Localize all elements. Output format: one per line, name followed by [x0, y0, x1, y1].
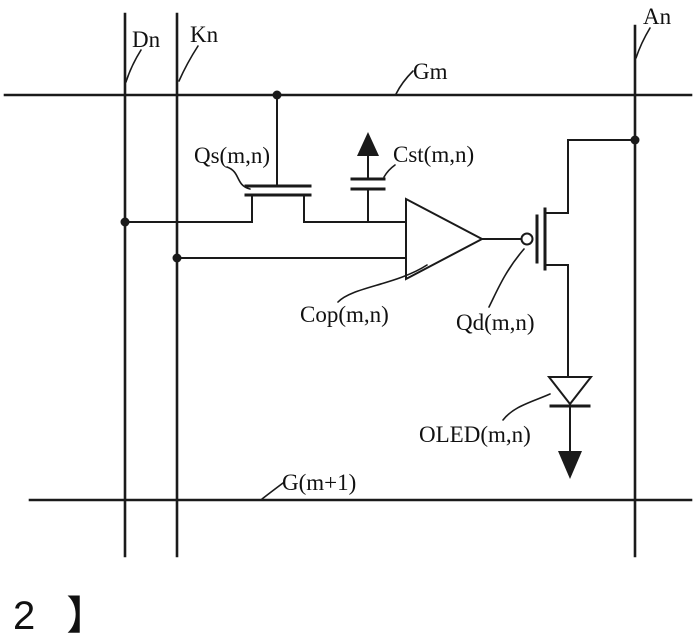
- gm1-label: G(m+1): [282, 470, 356, 495]
- cst-label: Cst(m,n): [393, 142, 474, 167]
- opamp-triangle: [405, 197, 485, 281]
- dn-leader: [125, 49, 142, 83]
- opamp-cop: [405, 197, 522, 281]
- gm-leader: [395, 70, 414, 95]
- qs-leader: [226, 166, 251, 190]
- drive-transistor-qd: [520, 139, 636, 378]
- power-arrow-icon: [357, 132, 379, 156]
- storage-capacitor-cst: [350, 132, 386, 223]
- cop-label: Cop(m,n): [300, 302, 389, 327]
- kn-leader: [178, 45, 199, 82]
- figure-caption: 2 】: [13, 594, 116, 638]
- oled-diode: [546, 376, 594, 479]
- junction-gm-qs: [272, 90, 282, 100]
- oled-label: OLED(m,n): [419, 422, 531, 447]
- gm1-leader: [261, 482, 284, 500]
- dn-label: Dn: [132, 27, 161, 52]
- cst-leader: [383, 164, 396, 178]
- switch-transistor-qs: [244, 94, 312, 223]
- junction-kn-wire: [172, 253, 182, 263]
- an-label: An: [643, 4, 672, 29]
- qs-label: Qs(m,n): [194, 143, 270, 168]
- an-leader: [635, 27, 651, 59]
- junction-an-qd: [630, 135, 640, 145]
- junction-dn-wire: [120, 217, 130, 227]
- qd-to-an-wire: [567, 139, 636, 214]
- kn-label: Kn: [190, 22, 219, 47]
- oled-leader: [502, 393, 551, 421]
- cop-leader: [337, 264, 428, 303]
- qd-leader: [488, 248, 525, 308]
- ground-arrow-icon: [558, 451, 582, 479]
- qd-gate-bubble: [520, 232, 534, 246]
- gm-label: Gm: [413, 59, 448, 84]
- qd-label: Qd(m,n): [456, 310, 535, 335]
- oled-anode-triangle: [546, 376, 594, 406]
